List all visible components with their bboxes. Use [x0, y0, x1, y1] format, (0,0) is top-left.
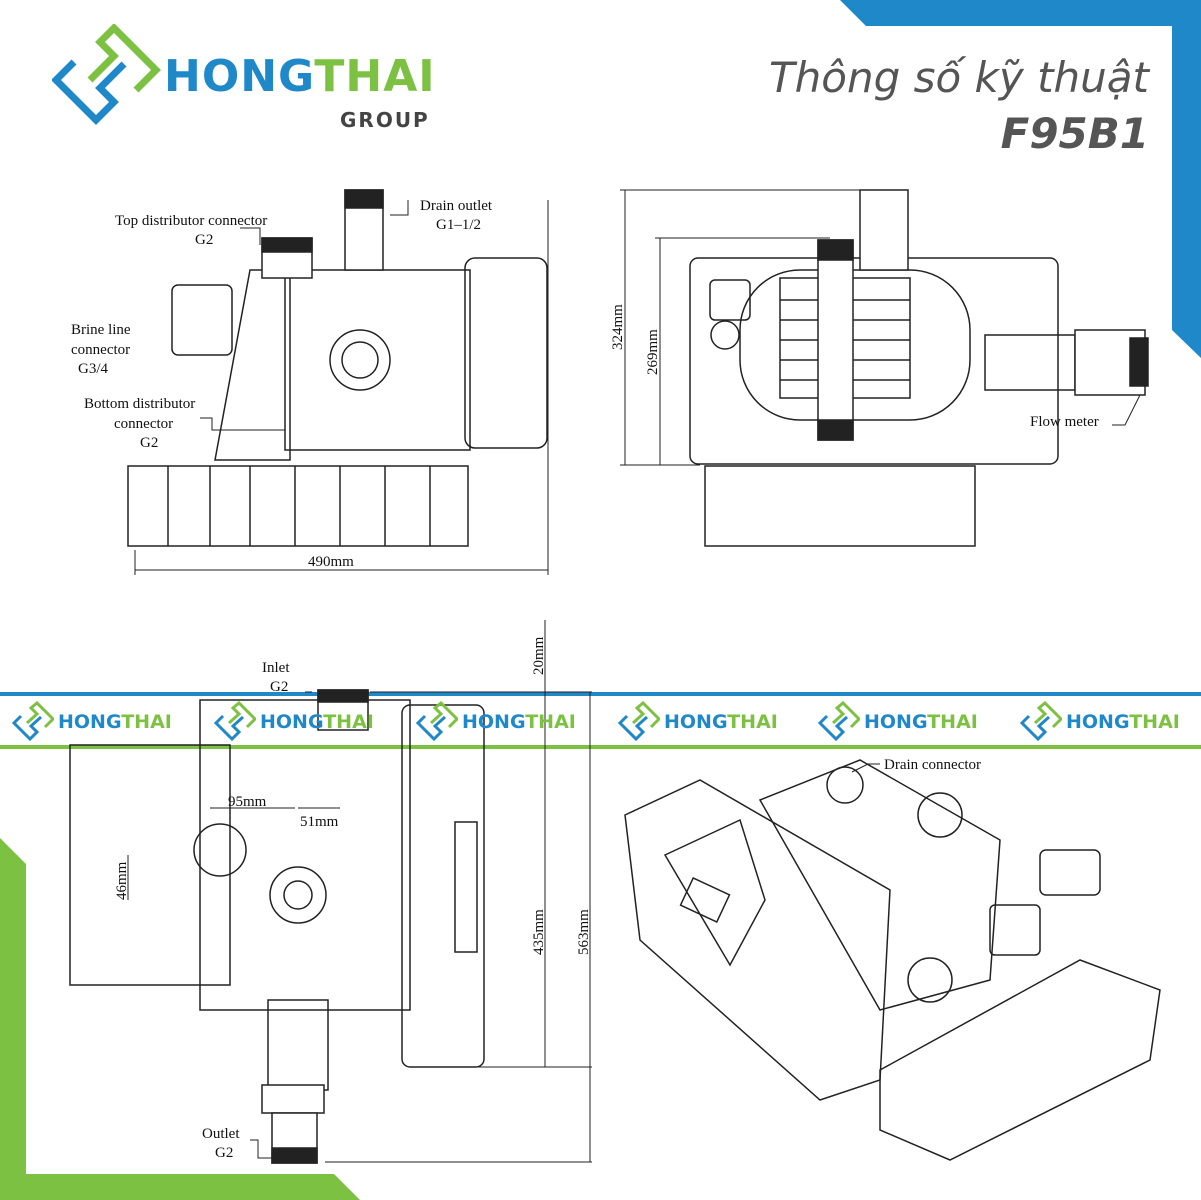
dim-total-height: 324mm	[610, 304, 626, 350]
label-flow-meter: Flow meter	[1030, 414, 1099, 430]
watermark-logo: HONGTHAI	[12, 700, 172, 744]
isometric-view-drawing	[624, 759, 1161, 1161]
side-view-drawing	[127, 189, 549, 575]
label-drain-outlet: Drain outlet	[420, 198, 493, 214]
watermark-logo: HONGTHAI	[618, 700, 778, 744]
dim-body-height: 269mm	[645, 329, 661, 375]
label-drain-outlet-size: G1–1/2	[436, 217, 481, 233]
label-inlet: Inlet	[262, 660, 290, 676]
label-brine-line: Brine line	[71, 322, 131, 338]
brand-subtitle: GROUP	[340, 108, 430, 132]
model-name: F95B1	[1000, 109, 1149, 158]
label-bottom-distributor: Bottom distributor	[84, 396, 195, 412]
watermark-logo-icon	[1020, 701, 1062, 742]
dim-563: 563mm	[576, 909, 592, 955]
watermark-logo-icon	[416, 701, 458, 742]
title-line: Thông số kỹ thuật	[769, 53, 1149, 102]
label-outlet: Outlet	[202, 1126, 240, 1142]
dim-46: 46mm	[114, 861, 130, 900]
label-top-distributor: Top distributor connector	[115, 213, 267, 229]
label-bottom-distributor-size: G2	[140, 435, 158, 451]
watermark-logo: HONGTHAI	[416, 700, 576, 744]
label-bottom-distributor-connector: connector	[114, 416, 173, 432]
page-title: Thông số kỹ thuật F95B1	[769, 50, 1149, 162]
watermark-logo: HONGTHAI	[818, 700, 978, 744]
dim-width: 490mm	[308, 554, 354, 570]
label-inlet-size: G2	[270, 679, 288, 695]
label-brine-line-connector: connector	[71, 342, 130, 358]
top-view-drawing	[69, 620, 592, 1164]
logo-mark-icon	[52, 24, 161, 125]
dim-top-20: 20mm	[531, 636, 547, 675]
brand-name: HONGTHAI	[164, 51, 436, 102]
watermark-logo-icon	[618, 701, 660, 742]
watermark-logo-icon	[818, 701, 860, 742]
label-brine-line-size: G3/4	[78, 361, 109, 377]
brand-logo: HONGTHAI GROUP	[52, 24, 462, 144]
label-top-distributor-size: G2	[195, 232, 213, 248]
dim-95: 95mm	[228, 794, 267, 810]
label-outlet-size: G2	[215, 1145, 233, 1161]
dim-51: 51mm	[300, 814, 339, 830]
rear-view-drawing	[620, 189, 1149, 547]
watermark-logo-icon	[214, 701, 256, 742]
watermark-logo: HONGTHAI	[214, 700, 374, 744]
dim-435: 435mm	[531, 909, 547, 955]
watermark-logo: HONGTHAI	[1020, 700, 1180, 744]
label-drain-connector: Drain connector	[884, 757, 981, 773]
watermark-logo-icon	[12, 701, 54, 742]
